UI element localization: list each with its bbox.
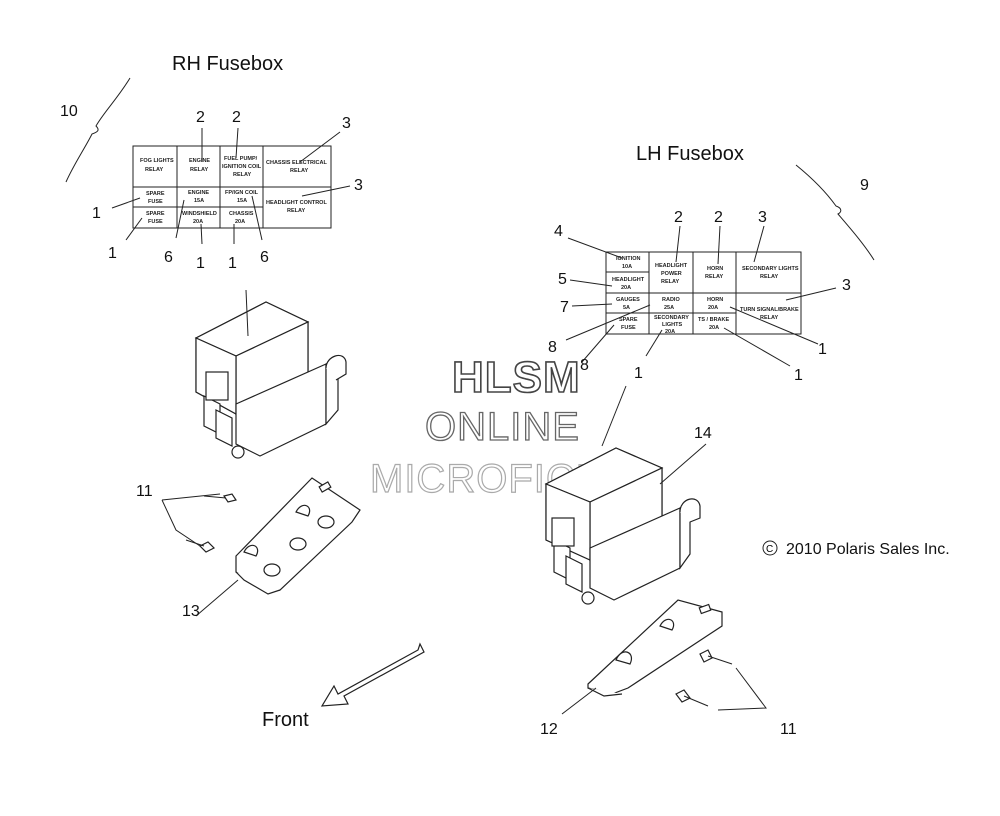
callout-2-rh-engine-relay: 2 [196,109,205,126]
rh-screws [161,493,237,553]
rh-fusebox-part [194,289,347,459]
callout-1-lh-secondary-fuse: 1 [634,365,643,382]
callout-9: 9 [860,177,869,194]
front-arrow-icon [320,642,425,707]
callout-2-rh-fuel-pump: 2 [232,109,241,126]
callout-8-spare: 8 [580,357,589,374]
front-label: Front [262,709,309,731]
lh-fusebox-part [544,385,707,605]
callout-3-lh-secondary-lights: 3 [758,209,767,226]
copyright-circle [762,540,778,556]
callout-13: 13 [182,603,200,620]
callout-1-rh-chassis: 1 [228,255,237,272]
lh-bracket-plate [561,599,723,715]
callout-6-rh-fp-coil: 6 [260,249,269,266]
bracket-callout-10 [65,77,131,183]
rh-fusebox-title: RH Fusebox [172,53,283,75]
rh-leader-lines [111,127,351,245]
bracket-callout-9 [795,164,875,261]
callout-10: 10 [60,103,78,120]
callout-1-rh-spare-1: 1 [92,205,101,222]
callout-12: 12 [540,721,558,738]
lh-fusebox-title: LH Fusebox [636,143,744,165]
callout-4: 4 [554,223,563,240]
callout-1-rh-windshield: 1 [196,255,205,272]
lh-leader-lines [565,225,837,367]
callout-8-radio: 8 [548,339,557,356]
copyright: C 2010 Polaris Sales Inc. [762,540,950,558]
copyright-symbol: C [766,544,773,555]
callout-6-rh-engine-fuse: 6 [164,249,173,266]
watermark-line2: ONLINE [425,405,580,449]
callout-7: 7 [560,299,569,316]
lh-screws [675,649,767,711]
callout-3-rh-chassis: 3 [342,115,351,132]
callout-1-lh-horn-fuse: 1 [818,341,827,358]
callout-2-lh-headlight-relay: 2 [674,209,683,226]
callout-2-lh-horn-relay: 2 [714,209,723,226]
callout-11-rh: 11 [136,483,153,500]
copyright-text: 2010 Polaris Sales Inc. [786,541,950,558]
callout-5: 5 [558,271,567,288]
callout-14: 14 [694,425,712,442]
callout-3-lh-turn-signal: 3 [842,277,851,294]
callout-1-lh-ts-brake: 1 [794,367,803,384]
watermark-line1: HLSM [452,353,581,402]
callout-11-lh: 11 [780,721,797,738]
rh-bracket-plate [195,477,361,617]
callout-1-rh-spare-2: 1 [108,245,117,262]
callout-numbers: 10 2 2 3 3 1 1 6 1 1 6 9 4 2 2 3 5 3 7 8… [60,103,869,738]
callout-3-rh-headlight-control: 3 [354,177,363,194]
